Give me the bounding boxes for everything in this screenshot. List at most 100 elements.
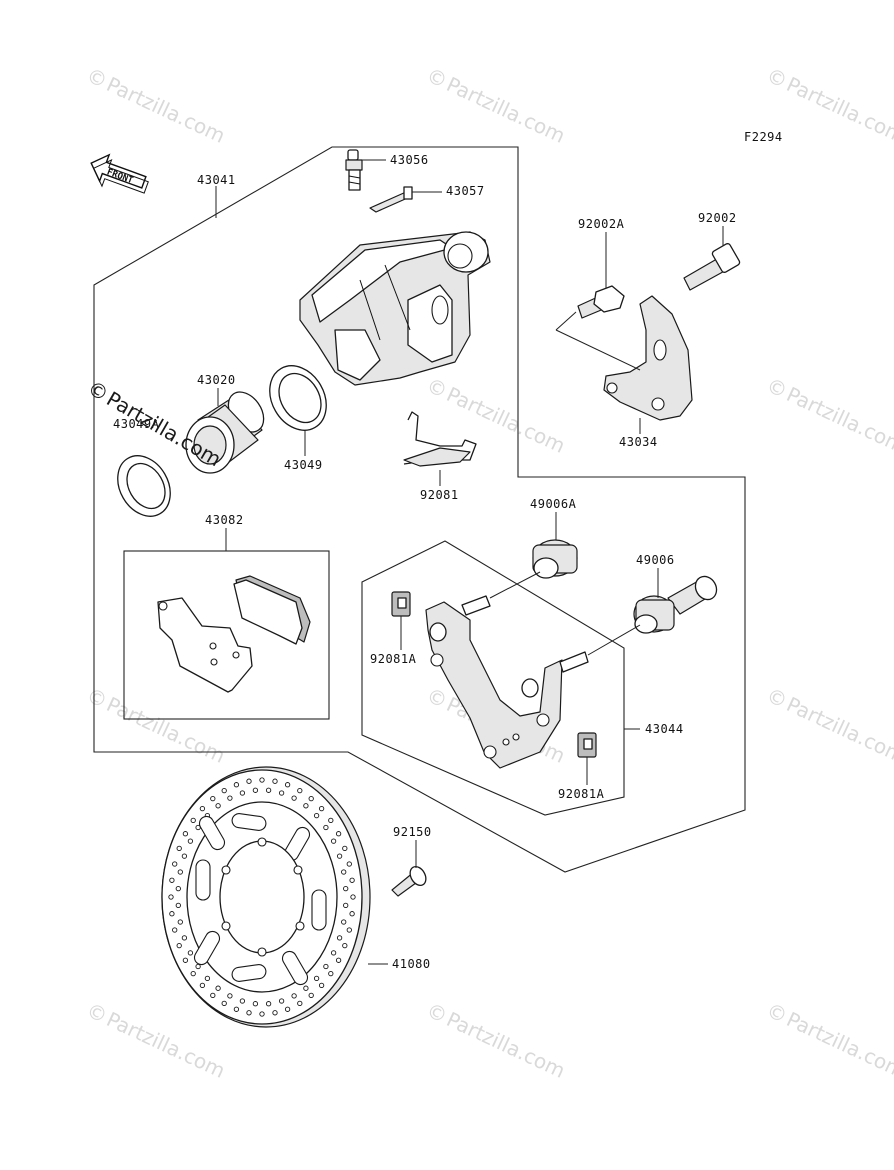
caliper-body: [299, 231, 491, 386]
disc-hole: [246, 778, 252, 784]
disc-hole: [346, 861, 352, 867]
pad-spring: [403, 411, 477, 467]
disc-hole: [323, 963, 329, 970]
disc-hole: [259, 1011, 265, 1017]
disc-hole: [343, 902, 349, 909]
label-92081a-upper: 92081A: [370, 652, 417, 666]
caliper-bracket: [603, 295, 693, 421]
label-43034: 43034: [619, 435, 658, 449]
disc-hole: [215, 803, 221, 809]
watermark-text: Partzilla.com: [783, 692, 894, 768]
disc-hole: [291, 795, 297, 801]
bleed-valve: [345, 149, 363, 191]
disc-hole: [291, 993, 297, 999]
disc-hole: [297, 787, 303, 794]
disc-hole: [187, 950, 194, 956]
disc-hole: [303, 985, 309, 991]
disc-hole: [343, 885, 349, 892]
disc-hole: [342, 942, 348, 949]
disc-hole: [190, 817, 196, 824]
label-92002a: 92002A: [578, 217, 625, 231]
disc-hole: [227, 795, 233, 801]
disc-hole: [169, 911, 175, 917]
disc-hole: [272, 778, 278, 784]
disc-hole: [182, 831, 189, 837]
disc-hole: [284, 782, 291, 788]
watermark-text: Partzilla.com: [783, 1007, 894, 1083]
front-arrow-icon: FRONT: [90, 153, 149, 194]
disc-hole: [297, 1000, 303, 1007]
label-43082: 43082: [205, 513, 244, 527]
figure-code: F2294: [744, 130, 783, 144]
disc-hole: [349, 877, 355, 883]
disc-hole: [210, 992, 216, 999]
disc-hole: [221, 1000, 227, 1007]
disc-hole: [177, 869, 183, 875]
label-92081a-lower: 92081A: [558, 787, 605, 801]
disc-hole: [303, 803, 309, 809]
disc-hole: [215, 985, 221, 991]
boot-49006: [633, 575, 718, 634]
disc-hole: [169, 877, 175, 883]
brake-disc: [161, 766, 371, 1028]
leader-lines: [215, 159, 724, 965]
watermark-text: Partzilla.com: [443, 1007, 569, 1083]
disc-hole: [177, 919, 183, 925]
disc-hole: [233, 1006, 240, 1012]
disc-hole: [221, 787, 227, 794]
disc-hole: [259, 777, 265, 783]
disc-slots: [193, 813, 327, 986]
watermark-text: Partzilla.com: [103, 72, 229, 148]
disc-hole: [199, 982, 206, 989]
clip-lower: [577, 732, 597, 758]
disc-hole: [265, 787, 272, 793]
disc-hole: [328, 970, 334, 977]
label-43041: 43041: [197, 173, 236, 187]
disc-hole: [252, 1001, 259, 1007]
disc-hole: [233, 782, 240, 788]
disc-hole: [308, 795, 314, 802]
label-92002: 92002: [698, 211, 737, 225]
disc-hole: [239, 790, 246, 796]
brake-pad-right: [233, 575, 311, 645]
disc-hole: [323, 824, 329, 831]
label-92081: 92081: [420, 488, 459, 502]
disc-hole: [341, 919, 347, 925]
disc-hole: [278, 790, 285, 796]
disc-hole: [330, 838, 337, 844]
disc-hole: [350, 894, 356, 900]
disc-hole: [313, 975, 320, 982]
disc-hole: [252, 787, 259, 793]
disc-bolt: [391, 866, 427, 897]
disc-hole: [346, 927, 352, 933]
disc-hole: [199, 805, 206, 812]
disc-hole: [176, 845, 182, 852]
disc-hole: [204, 975, 211, 982]
disc-hole: [330, 950, 337, 956]
label-43044: 43044: [645, 722, 684, 736]
disc-hole: [227, 993, 233, 999]
piston: [185, 391, 265, 474]
disc-hole: [190, 970, 196, 977]
disc-hole: [181, 853, 188, 859]
part-labels: 43041 43056 43057 43020 43049 43049A 920…: [113, 153, 737, 971]
label-92150: 92150: [393, 825, 432, 839]
disc-hole: [181, 935, 188, 941]
caliper-assembly-outline: [93, 146, 746, 873]
disc-hole: [335, 831, 342, 837]
label-49006a: 49006A: [530, 497, 577, 511]
bleed-cap: [369, 186, 413, 213]
label-43049a: 43049A: [113, 417, 160, 431]
disc-hole: [175, 885, 181, 892]
label-43020: 43020: [197, 373, 236, 387]
disc-hole: [172, 861, 178, 867]
bolt-92002: [683, 243, 741, 291]
disc-hole: [284, 1006, 291, 1012]
disc-hole: [195, 963, 201, 970]
bolt-92002a: [577, 285, 625, 319]
disc-hole: [341, 869, 347, 875]
dust-seal: [269, 365, 327, 431]
disc-hole: [318, 805, 325, 812]
disc-hole: [182, 957, 189, 963]
